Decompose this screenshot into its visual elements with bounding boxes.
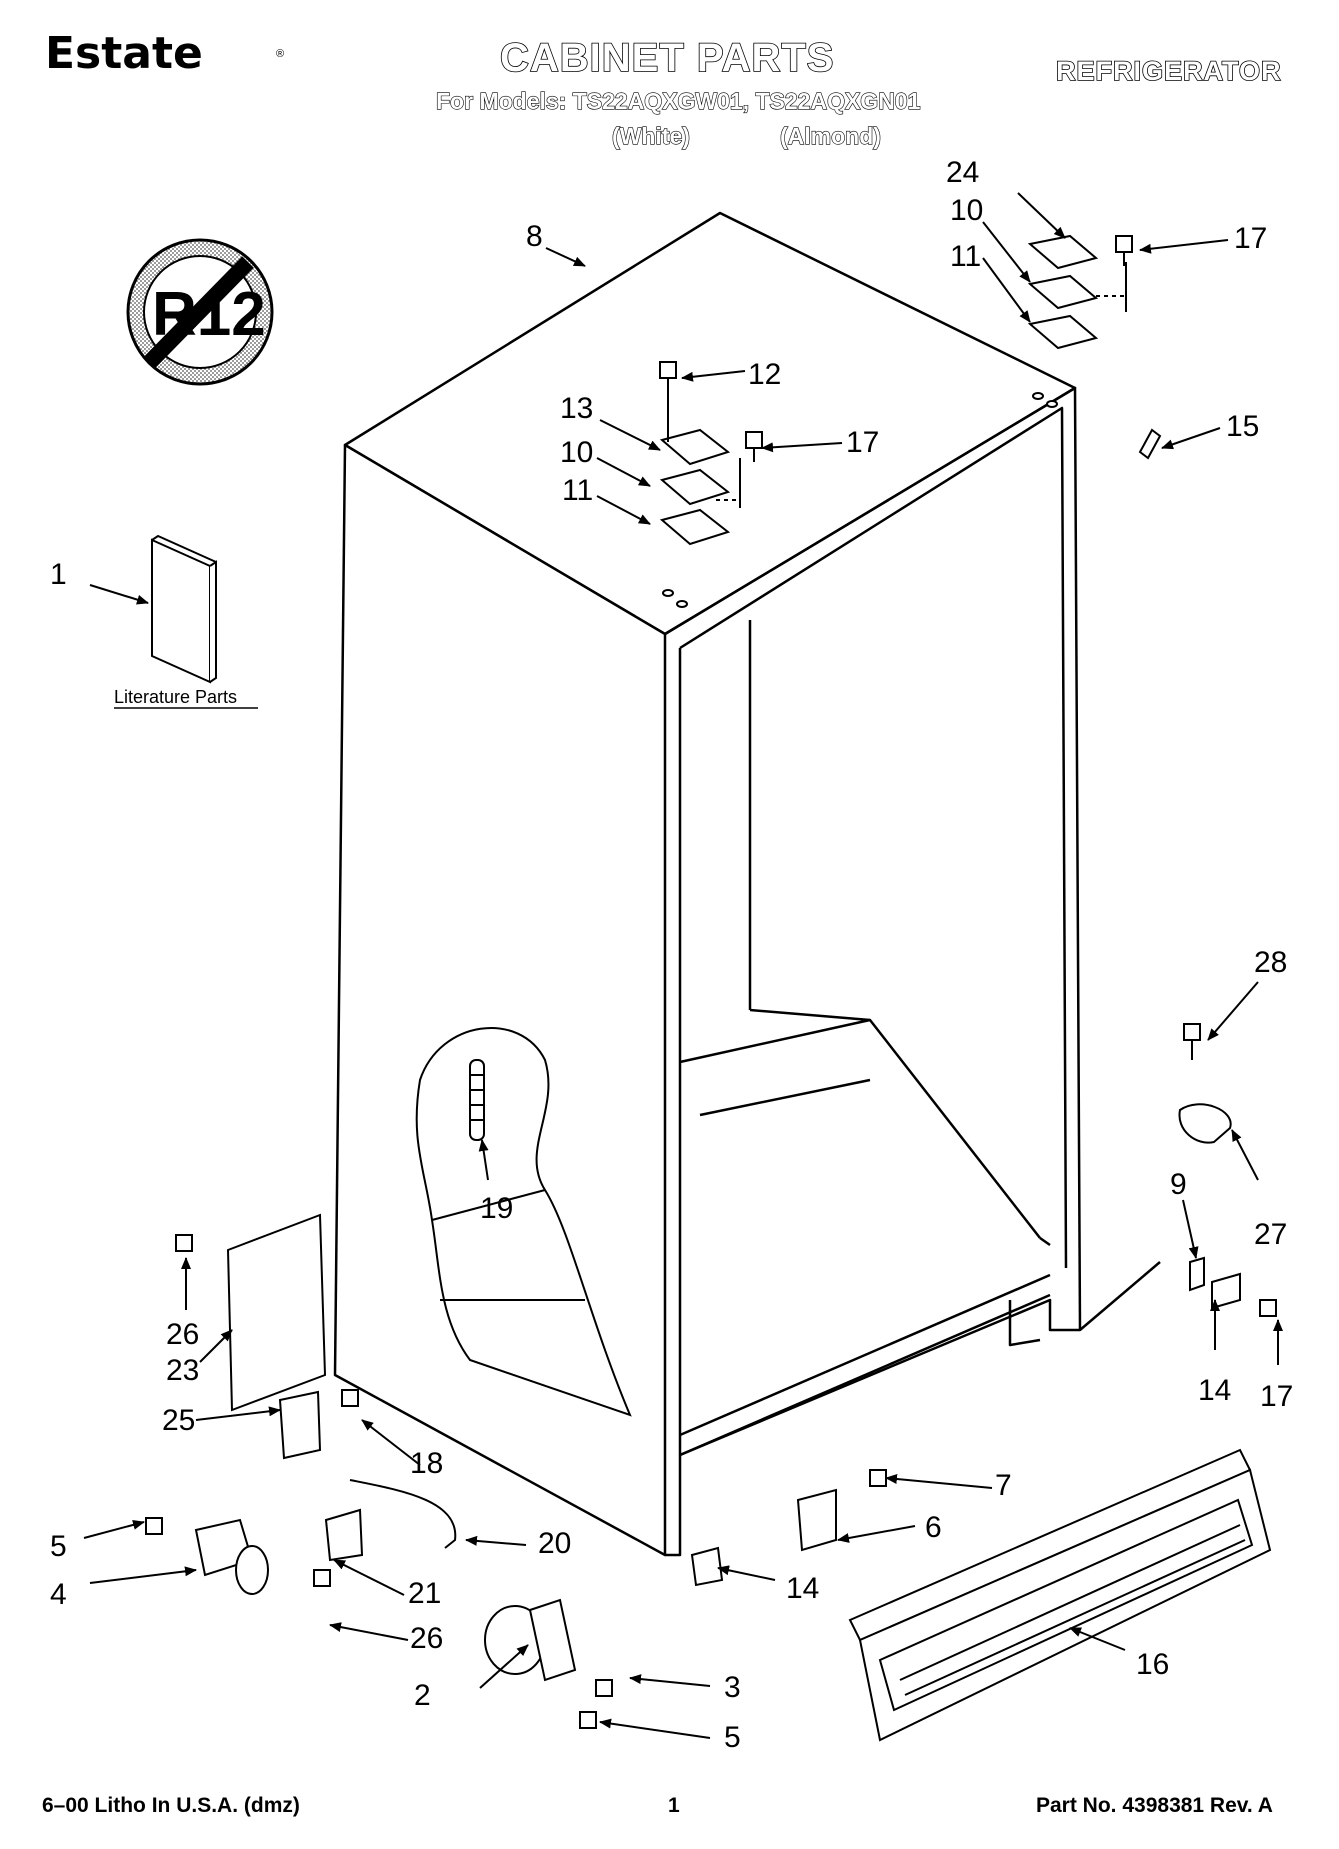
callout-10b: 10 bbox=[950, 194, 983, 227]
drain-tube-coil bbox=[469, 1059, 485, 1141]
callout-11a: 11 bbox=[562, 474, 593, 507]
no-r12-icon: R12 bbox=[126, 238, 274, 386]
footer-part-number: Part No. 4398381 Rev. A bbox=[1036, 1794, 1273, 1817]
callout-27: 27 bbox=[1254, 1218, 1287, 1251]
callout-24: 24 bbox=[946, 156, 979, 189]
brand-logo: Estate bbox=[45, 28, 203, 79]
footer-print-info: 6–00 Litho In U.S.A. (dmz) bbox=[42, 1794, 300, 1817]
callout-25: 25 bbox=[162, 1404, 195, 1437]
literature-booklet-icon bbox=[151, 534, 217, 684]
callout-18: 18 bbox=[410, 1447, 443, 1480]
callout-8: 8 bbox=[526, 220, 543, 253]
callout-14a: 14 bbox=[1198, 1374, 1231, 1407]
callout-numbers: 1 2 3 4 5 5 6 7 8 9 10 10 11 11 12 13 14… bbox=[50, 156, 1293, 1754]
registered-mark: ® bbox=[276, 48, 285, 60]
callout-17c: 17 bbox=[1260, 1380, 1293, 1413]
callout-5a: 5 bbox=[50, 1530, 67, 1563]
callout-2: 2 bbox=[414, 1679, 431, 1712]
callout-23: 23 bbox=[166, 1354, 199, 1387]
model-numbers: For Models: TS22AQXGW01, TS22AQXGN01 bbox=[435, 87, 921, 114]
callout-13: 13 bbox=[560, 392, 593, 425]
hinge-left-stack bbox=[659, 380, 741, 608]
callout-9: 9 bbox=[1170, 1168, 1187, 1201]
callout-14b: 14 bbox=[786, 1572, 819, 1605]
callout-20: 20 bbox=[538, 1527, 571, 1560]
callout-26b: 26 bbox=[410, 1622, 443, 1655]
model-color-almond: (Almond) bbox=[779, 122, 881, 149]
callout-15: 15 bbox=[1226, 410, 1259, 443]
callout-4: 4 bbox=[50, 1578, 67, 1611]
caster-wheels bbox=[194, 1518, 577, 1682]
toe-grille bbox=[848, 1448, 1272, 1742]
small-parts bbox=[226, 428, 1241, 1587]
callout-7: 7 bbox=[995, 1469, 1012, 1502]
callout-12: 12 bbox=[748, 358, 781, 391]
literature-caption: Literature Parts bbox=[114, 687, 237, 707]
hinge-right-stack bbox=[1027, 234, 1127, 408]
page-title: CABINET PARTS bbox=[499, 35, 835, 81]
callout-11b: 11 bbox=[950, 240, 981, 273]
callout-16: 16 bbox=[1136, 1648, 1169, 1681]
callout-leaders bbox=[83, 192, 1283, 1739]
callout-3: 3 bbox=[724, 1671, 741, 1704]
screw-icons bbox=[145, 235, 1277, 1729]
callout-28: 28 bbox=[1254, 946, 1287, 979]
callout-17b: 17 bbox=[1234, 222, 1267, 255]
callout-6: 6 bbox=[925, 1511, 942, 1544]
cabinet-shell bbox=[333, 211, 1161, 1557]
callout-26a: 26 bbox=[166, 1318, 199, 1351]
footer-page-number: 1 bbox=[668, 1794, 680, 1817]
callout-21: 21 bbox=[408, 1577, 441, 1610]
model-color-white: (White) bbox=[611, 122, 690, 149]
callout-5b: 5 bbox=[724, 1721, 741, 1754]
callout-10a: 10 bbox=[560, 436, 593, 469]
callout-19: 19 bbox=[480, 1192, 513, 1225]
callout-17a: 17 bbox=[846, 426, 879, 459]
appliance-type: REFRIGERATOR bbox=[1055, 55, 1282, 87]
callout-1: 1 bbox=[50, 558, 67, 591]
